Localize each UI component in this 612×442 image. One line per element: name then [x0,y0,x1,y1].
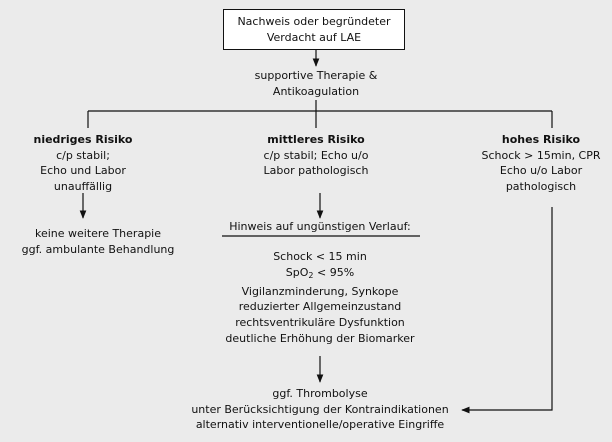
high-risk-block: hohes Risiko Schock > 15min, CPR Echo u/… [470,132,612,194]
hint-rv-dysfunction: rechtsventrikuläre Dysfunktion [235,316,405,330]
supportive-line-1: supportive Therapie & [254,69,378,82]
low-risk-result: keine weitere Therapie ggf. ambulante Be… [0,226,196,257]
hint-spo2: SpO2 < 95% [190,265,450,284]
start-box: Nachweis oder begründeter Verdacht auf L… [223,9,405,50]
low-risk-line-3: unauffällig [53,179,113,193]
final-line-3: alternativ interventionelle/operative Ei… [195,418,445,431]
supportive-line-2: Antikoagulation [272,84,360,98]
hint-spo2-sub: 2 [308,270,314,280]
high-risk-line-1: Schock > 15min, CPR [481,148,601,162]
low-risk-title: niedriges Risiko [33,133,133,146]
hint-list: Schock < 15 min SpO2 < 95% Vigilanzminde… [190,249,450,347]
hint-general-state: reduzierter Allgemeinzustand [238,300,402,314]
mid-risk-block: mittleres Risiko c/p stabil; Echo u/o La… [216,132,416,179]
supportive-text: supportive Therapie & Antikoagulation [216,68,416,99]
hint-biomarker: deutliche Erhöhung der Biomarker [225,331,415,345]
final-block: ggf. Thrombolyse unter Berücksichtigung … [170,386,470,433]
low-risk-block: niedriges Risiko c/p stabil; Echo und La… [0,132,166,194]
high-risk-line-2: Echo u/o Labor [499,164,583,177]
high-risk-line-3: pathologisch [505,179,577,193]
hint-vigilance: Vigilanzminderung, Synkope [241,284,399,298]
start-line-2: Verdacht auf LAE [266,30,362,44]
low-risk-line-1: c/p stabil; [56,148,110,162]
final-line-2: unter Berücksichtigung der Kontraindikat… [191,402,449,416]
hint-shock: Schock < 15 min [273,250,367,263]
hint-title: Hinweis auf ungünstigen Verlauf: [229,220,411,233]
mid-risk-line-1: c/p stabil; Echo u/o [263,148,369,162]
high-risk-title: hohes Risiko [501,133,581,146]
low-risk-line-2: Echo und Labor [40,164,126,177]
hint-spo2-value: < 95% [313,265,355,279]
low-result-line-2: ggf. ambulante Behandlung [21,242,175,256]
mid-risk-line-2: Labor pathologisch [263,164,369,177]
start-line-1: Nachweis oder begründeter [237,15,391,28]
arrow-high-to-final [461,207,553,414]
hint-spo2-label: SpO [285,265,309,279]
mid-risk-title: mittleres Risiko [267,133,365,146]
low-result-line-1: keine weitere Therapie [34,227,161,240]
final-line-1: ggf. Thrombolyse [272,387,368,400]
